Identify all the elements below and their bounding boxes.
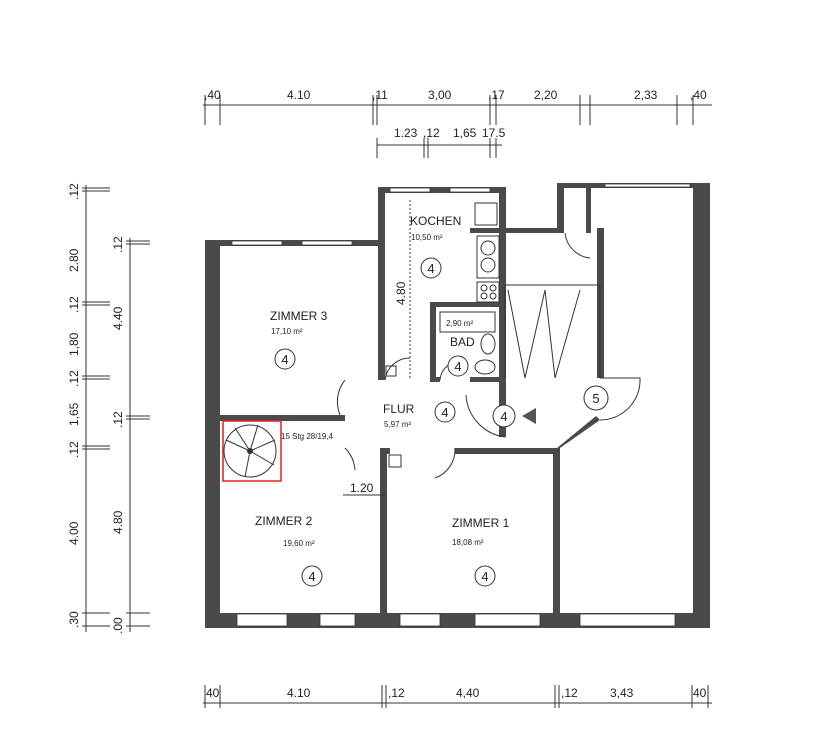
room-area: 2,90 m²	[446, 319, 473, 328]
room-marker: 4	[441, 405, 448, 420]
dim-label: 3,00	[428, 88, 452, 102]
windows	[231, 183, 691, 627]
kitchen-fixtures	[385, 200, 500, 468]
room-area: 10,50 m²	[411, 233, 443, 242]
room-bad: 2,90 m² BAD 4	[446, 319, 475, 377]
walls	[205, 183, 710, 628]
dim-label: .00	[111, 617, 125, 634]
room-area: 17,10 m²	[271, 327, 303, 336]
room-kochen: KOCHEN 10,50 m² 4	[410, 214, 461, 279]
arrow-left-icon	[522, 408, 536, 424]
dim-label: 4.00	[67, 521, 81, 545]
room-flur: FLUR 5,97 m² 4	[383, 401, 456, 429]
room-name: ZIMMER 2	[255, 514, 313, 528]
dim-label: 3,43	[610, 686, 634, 700]
room-name: BAD	[450, 335, 475, 349]
dim-label: 40	[206, 686, 220, 700]
stair-label: 15 Stg 28/19,4	[281, 432, 334, 441]
room-area: 18,08 m²	[452, 538, 484, 547]
room-name: ZIMMER 3	[270, 309, 328, 323]
room-area: 19,60 m²	[283, 539, 315, 548]
dim-label: 4.10	[287, 88, 311, 102]
room-marker: 4	[481, 569, 488, 584]
dim-label: 2,20	[534, 88, 558, 102]
room-marker: 4	[308, 569, 315, 584]
room-zimmer-3: ZIMMER 3 17,10 m² 4	[270, 309, 328, 370]
room-marker: 4	[281, 352, 288, 367]
dim-label: 2,33	[634, 88, 658, 102]
dim-label: 2.80	[67, 248, 81, 272]
room-name: ZIMMER 1	[452, 516, 510, 530]
room-area: 5,97 m²	[384, 420, 411, 429]
landing: 4 5	[492, 385, 609, 428]
dim-label: .12	[111, 236, 125, 253]
room-name: KOCHEN	[410, 214, 461, 228]
dim-label: 4.10	[287, 686, 311, 700]
dim-label: 1,80	[67, 332, 81, 356]
dim-label: .12	[67, 441, 81, 458]
dim-label: .12	[111, 411, 125, 428]
dim-label: 1,65	[67, 402, 81, 426]
dim-label: .12	[67, 296, 81, 313]
dim-label: 4.40	[111, 306, 125, 330]
dim-label: ,11	[372, 88, 388, 102]
room-zimmer-1: ZIMMER 1 18,08 m² 4	[452, 516, 510, 587]
dim-label: 1.23	[394, 126, 418, 140]
dim-label: 4.80	[111, 510, 125, 534]
room-marker: 4	[500, 409, 507, 424]
dim-label: 4,40	[456, 686, 480, 700]
dim-label: ,12	[388, 686, 405, 700]
spiral-staircase: 15 Stg 28/19,4	[222, 420, 334, 482]
kitchen-width-dimension: 4.80	[394, 281, 408, 305]
top-dimension-row-1: ,40 4.10 ,11 3,00 ,17 2,20 2,33 ,40	[203, 88, 712, 125]
dim-label: 1,65	[453, 126, 477, 140]
room-marker: 4	[427, 261, 434, 276]
dim-label: ,12	[423, 126, 440, 140]
bottom-dimension-row: 40 4.10 ,12 4,40 ,12 3,43 40	[203, 685, 712, 708]
room-name: FLUR	[383, 402, 415, 416]
dim-label: .12	[67, 370, 81, 387]
left-dimension-column-2: .12 4.40 .12 4.80 .00	[111, 236, 150, 634]
left-dimension-column-1: .12 2.80 .12 1,80 .12 1,65 .12 4.00 .30	[67, 183, 110, 632]
dim-label: 17.5	[482, 126, 506, 140]
dim-label: ,40	[204, 88, 221, 102]
room-marker: 4	[454, 359, 461, 374]
top-dimension-row-2: 1.23 ,12 1,65 17.5	[376, 126, 506, 158]
room-zimmer-2: ZIMMER 2 19,60 m² 4	[255, 514, 323, 587]
dim-label: .30	[67, 611, 81, 628]
dim-label: ,40	[690, 88, 707, 102]
dim-label: ,12	[561, 686, 578, 700]
door-offset-dimension: 1.20	[350, 481, 374, 495]
dim-label: .12	[67, 183, 81, 200]
staircase-marker: 5	[592, 391, 599, 406]
dim-label: ,17	[488, 88, 505, 102]
dim-label: 40	[693, 686, 707, 700]
